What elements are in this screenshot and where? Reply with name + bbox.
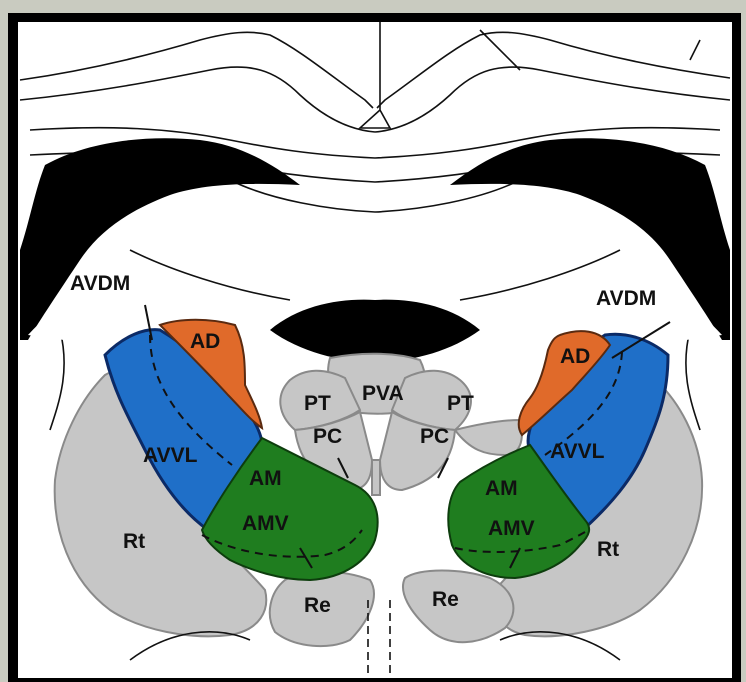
label-ad-right: AD: [560, 345, 590, 368]
label-rt-left: Rt: [123, 530, 145, 553]
label-amv-left: AMV: [242, 512, 289, 535]
label-pc-left: PC: [313, 425, 342, 448]
label-avdm-right: AVDM: [596, 287, 656, 310]
label-pt-left: PT: [304, 392, 331, 415]
label-pc-right: PC: [420, 425, 449, 448]
label-pva: PVA: [362, 382, 404, 405]
label-pt-right: PT: [447, 392, 474, 415]
label-rt-right: Rt: [597, 538, 619, 561]
label-avdm-left: AVDM: [70, 272, 130, 295]
midline-seam: [372, 460, 380, 495]
label-re-left: Re: [304, 594, 331, 617]
label-amv-right: AMV: [488, 517, 535, 540]
label-avvl-right: AVVL: [550, 440, 605, 463]
label-avvl-left: AVVL: [143, 444, 198, 467]
label-am-right: AM: [485, 477, 518, 500]
label-am-left: AM: [249, 467, 282, 490]
label-ad-left: AD: [190, 330, 220, 353]
label-re-right: Re: [432, 588, 459, 611]
